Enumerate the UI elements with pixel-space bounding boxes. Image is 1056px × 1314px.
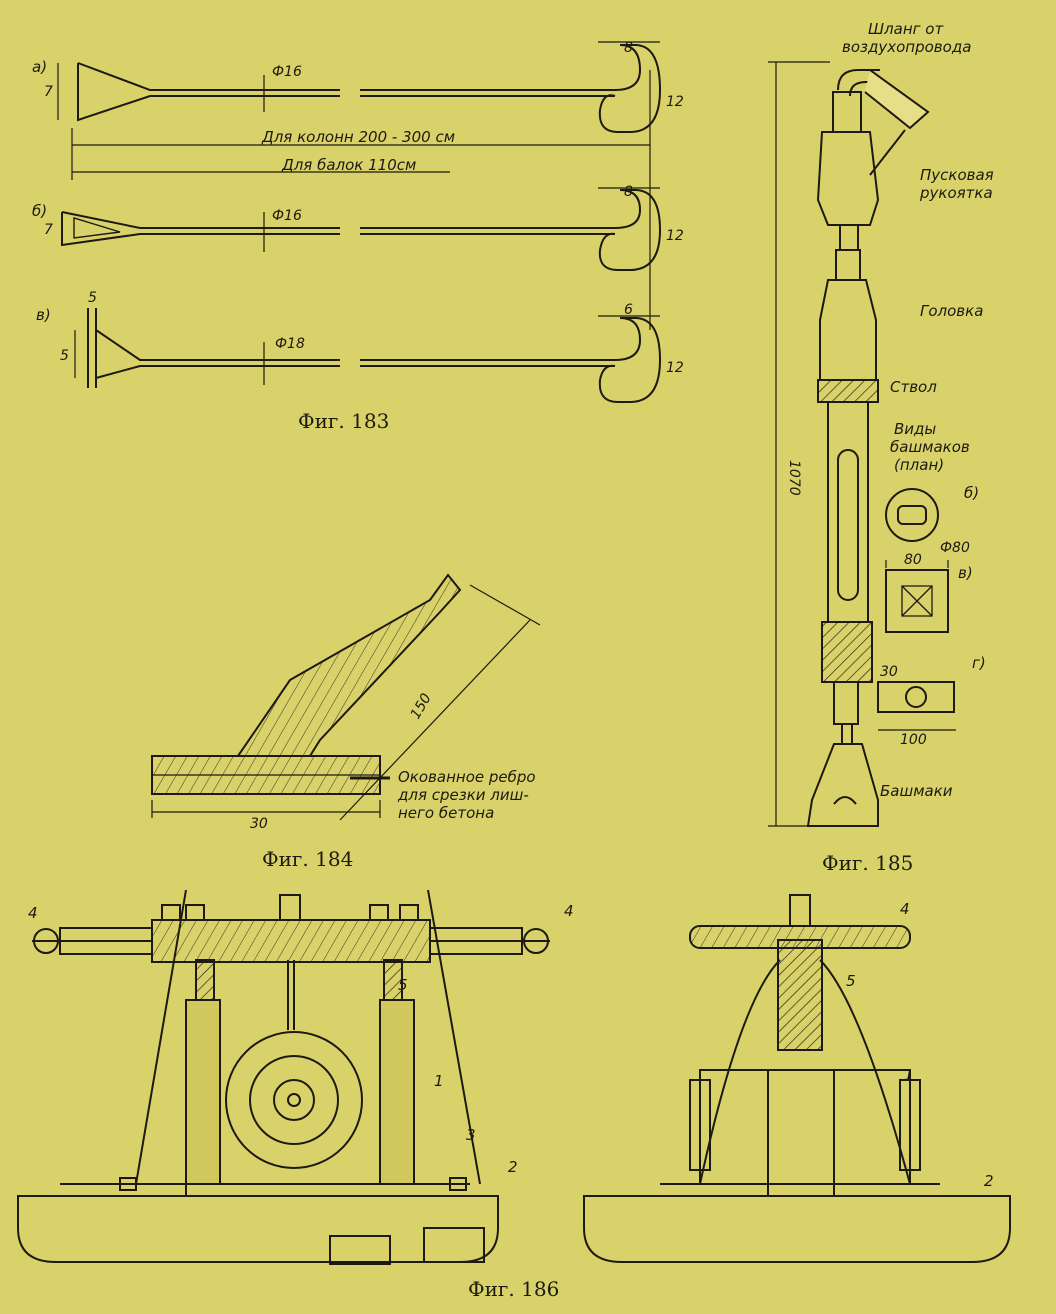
fig185-hose-2: воздухопровода bbox=[842, 38, 971, 56]
trigger-housing bbox=[816, 131, 880, 226]
fig183-caption: Фиг. 183 bbox=[298, 409, 389, 433]
fig184-note-3: него бетона bbox=[398, 804, 494, 822]
shoe-square bbox=[885, 569, 949, 633]
figure-186-front bbox=[17, 889, 550, 1265]
figure-184 bbox=[151, 573, 541, 821]
fig186-n1-front: 1 bbox=[434, 1072, 444, 1090]
fig185-start-1: Пусковая bbox=[920, 166, 994, 184]
fig185-caption: Фиг. 185 bbox=[822, 851, 913, 875]
fig183-loop-w-a: 8 bbox=[624, 40, 633, 56]
fig183-loop-w-v: 6 bbox=[624, 302, 633, 318]
rod-v bbox=[74, 308, 662, 403]
fig185-letter-b: б) bbox=[964, 484, 979, 502]
handle-eye-left bbox=[33, 928, 59, 954]
barrel bbox=[827, 401, 869, 623]
fig184-dim-base: 30 bbox=[250, 816, 268, 832]
fig186-caption: Фиг. 186 bbox=[468, 1277, 559, 1301]
fig184-caption: Фиг. 184 bbox=[262, 847, 353, 871]
fig185-shoe: Башмаки bbox=[880, 782, 953, 800]
fig186-n3-front: 3 bbox=[466, 1126, 476, 1144]
fig184-dim-angle: 150 bbox=[408, 691, 435, 722]
fig185-dim-100: 100 bbox=[900, 732, 927, 748]
wooden-handle bbox=[236, 573, 462, 757]
fig185-letter-g: г) bbox=[972, 654, 986, 672]
fig183-head-b: 7 bbox=[44, 222, 53, 238]
fig185-shoes-3: (план) bbox=[894, 456, 944, 474]
fig183-head-v1: 5 bbox=[88, 290, 97, 306]
fig183-len-columns: Для колонн 200 - 300 см bbox=[261, 128, 455, 146]
fig183-loop-h-v: 12 bbox=[666, 360, 684, 376]
beam-side bbox=[689, 925, 911, 949]
fig186-n1-side: 1 bbox=[904, 1066, 914, 1084]
shoe-rect bbox=[877, 681, 955, 713]
fig185-dia-80: Ф80 bbox=[940, 540, 970, 556]
figure-185 bbox=[768, 61, 956, 827]
shoe bbox=[806, 743, 879, 827]
fig183-loop-h-b: 12 bbox=[666, 228, 684, 244]
rod-a bbox=[57, 41, 662, 133]
shoe-round bbox=[885, 488, 939, 542]
fig186-n5-front: 5 bbox=[398, 976, 408, 994]
fig183-head-a: 7 bbox=[44, 84, 53, 100]
handle-eye-right bbox=[523, 928, 549, 954]
fig186-n2-front: 2 bbox=[508, 1158, 518, 1176]
fig186-n5-side: 5 bbox=[846, 972, 856, 990]
fig185-barrel: Ствол bbox=[890, 378, 937, 396]
fig183-letter-a: а) bbox=[32, 58, 47, 76]
beam-front bbox=[151, 919, 431, 963]
vibrator-head bbox=[819, 279, 877, 381]
figure-186-side bbox=[583, 894, 1011, 1263]
fig183-loop-h-a: 12 bbox=[666, 94, 684, 110]
motor-front bbox=[225, 1031, 363, 1169]
fig183-head-v2: 5 bbox=[60, 348, 69, 364]
fig185-total-len: 1070 bbox=[786, 460, 802, 496]
figure-183 bbox=[57, 41, 662, 403]
fig186-n4-right: 4 bbox=[564, 902, 574, 920]
fig184-note-2: для срезки лиш- bbox=[397, 786, 529, 804]
fig185-dim-80: 80 bbox=[904, 552, 922, 568]
fig183-letter-b: б) bbox=[32, 202, 47, 220]
fig183-dia-v: Ф18 bbox=[275, 336, 305, 352]
fig185-start-2: рукоятка bbox=[919, 184, 993, 202]
hose-elbow bbox=[837, 69, 880, 97]
fig185-letter-v: в) bbox=[958, 564, 973, 582]
fig185-head: Головка bbox=[920, 302, 983, 320]
base-plate-side bbox=[583, 1195, 1011, 1263]
fig183-dia-a: Ф16 bbox=[272, 64, 302, 80]
fig185-dim-30: 30 bbox=[880, 664, 898, 680]
rod-b bbox=[61, 187, 662, 271]
fig186-n4-side: 4 bbox=[900, 900, 910, 918]
fig184-note-1: Окованное ребро bbox=[398, 768, 536, 786]
fig183-loop-w-b: 8 bbox=[624, 184, 633, 200]
fig185-hose-1: Шланг от bbox=[868, 20, 944, 38]
fig186-n2-side: 2 bbox=[984, 1172, 994, 1190]
fig185-shoes-2: башмаков bbox=[890, 438, 970, 456]
fig183-len-beams: Для балок 110см bbox=[281, 156, 416, 174]
fig183-dia-b: Ф16 bbox=[272, 208, 302, 224]
motor-side bbox=[699, 1069, 911, 1185]
fig186-n4-left: 4 bbox=[28, 904, 38, 922]
fig183-letter-v: в) bbox=[36, 306, 51, 324]
fig185-shoes-1: Виды bbox=[894, 420, 936, 438]
